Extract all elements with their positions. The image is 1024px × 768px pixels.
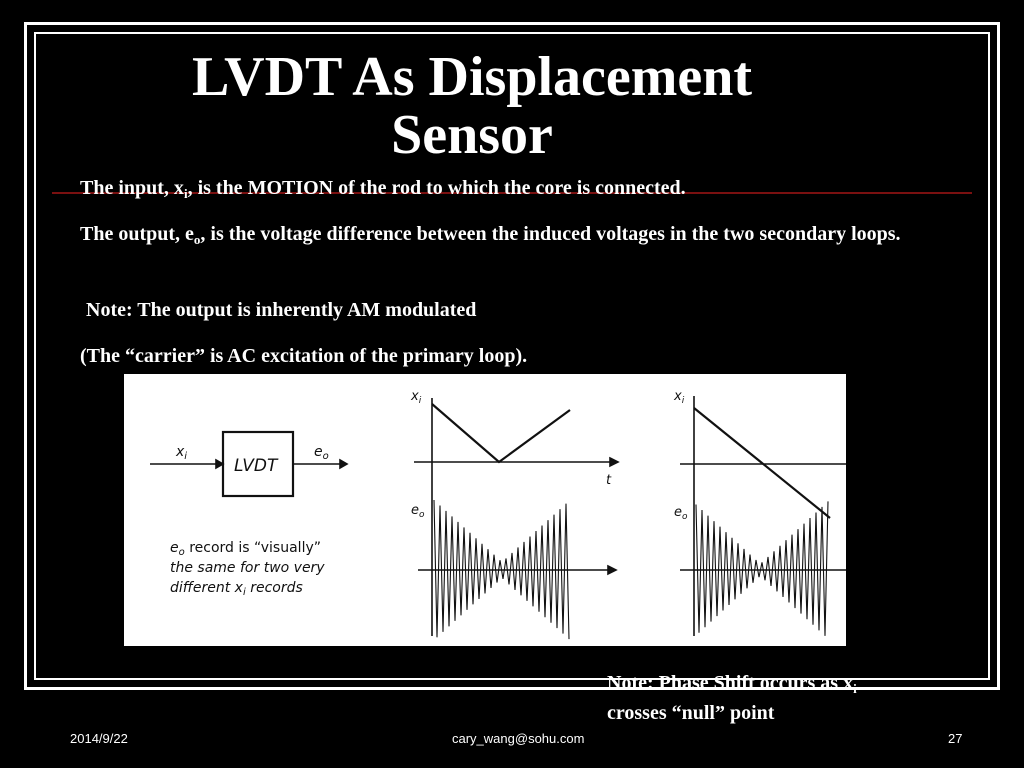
graph2-xi-label: xi <box>673 389 685 406</box>
p1-subscript: i <box>183 186 188 201</box>
paragraph-input: The input, xi, is the MOTION of the rod … <box>80 174 980 203</box>
graph1-time-label: t <box>606 473 612 488</box>
paragraph-output: The output, eo, is the voltage differenc… <box>80 220 980 249</box>
graph2-eo-label: eo <box>674 505 688 522</box>
slide-title: LVDT As Displacement Sensor <box>0 48 944 164</box>
slide-border-outer <box>24 22 1000 690</box>
title-line-2: Sensor <box>391 104 553 166</box>
caption-line-1: eo record is “visually” <box>170 540 321 558</box>
slide-border-inner <box>34 32 990 680</box>
eo-signal-graph2 <box>695 501 829 636</box>
footer-date: 2014/9/22 <box>70 731 128 746</box>
graph1-eo-label: eo <box>411 503 425 520</box>
p1-text-a: The input, x <box>80 177 184 199</box>
p2-subscript: o <box>193 232 201 247</box>
output-label: eo <box>314 444 329 462</box>
input-label: xi <box>175 444 187 462</box>
caption-line-3: different xi records <box>170 580 303 598</box>
paragraph-carrier: (The “carrier” is AC excitation of the p… <box>80 345 528 367</box>
eo-signal-graph1 <box>433 499 570 640</box>
p1-text-b: , is the MOTION of the rod to which the … <box>187 177 686 199</box>
lvdt-block-label: LVDT <box>234 456 279 476</box>
title-line-1: LVDT As Displacement <box>191 46 753 108</box>
lvdt-diagram: xi LVDT eo eo record is “visually” the s… <box>150 389 846 640</box>
title-underline <box>52 192 972 194</box>
graph1-xi-label: xi <box>410 389 422 406</box>
note-line-2: crosses “null” point <box>607 702 775 724</box>
phase-shift-note: Note: Phase Shift occurs as xi crosses “… <box>607 668 1007 728</box>
note-line-1: Note: Phase Shift occurs as xi <box>607 672 857 696</box>
p2-text-a: The output, e <box>80 223 194 245</box>
paragraph-note-am: Note: The output is inherently AM modula… <box>86 299 477 321</box>
lvdt-figure: xi LVDT eo eo record is “visually” the s… <box>124 374 846 646</box>
footer-page-number: 27 <box>948 731 963 746</box>
footer-email: cary_wang@sohu.com <box>452 731 585 746</box>
p2-text-b: , is the voltage difference between the … <box>200 223 901 245</box>
caption-line-2: the same for two very <box>170 560 325 576</box>
